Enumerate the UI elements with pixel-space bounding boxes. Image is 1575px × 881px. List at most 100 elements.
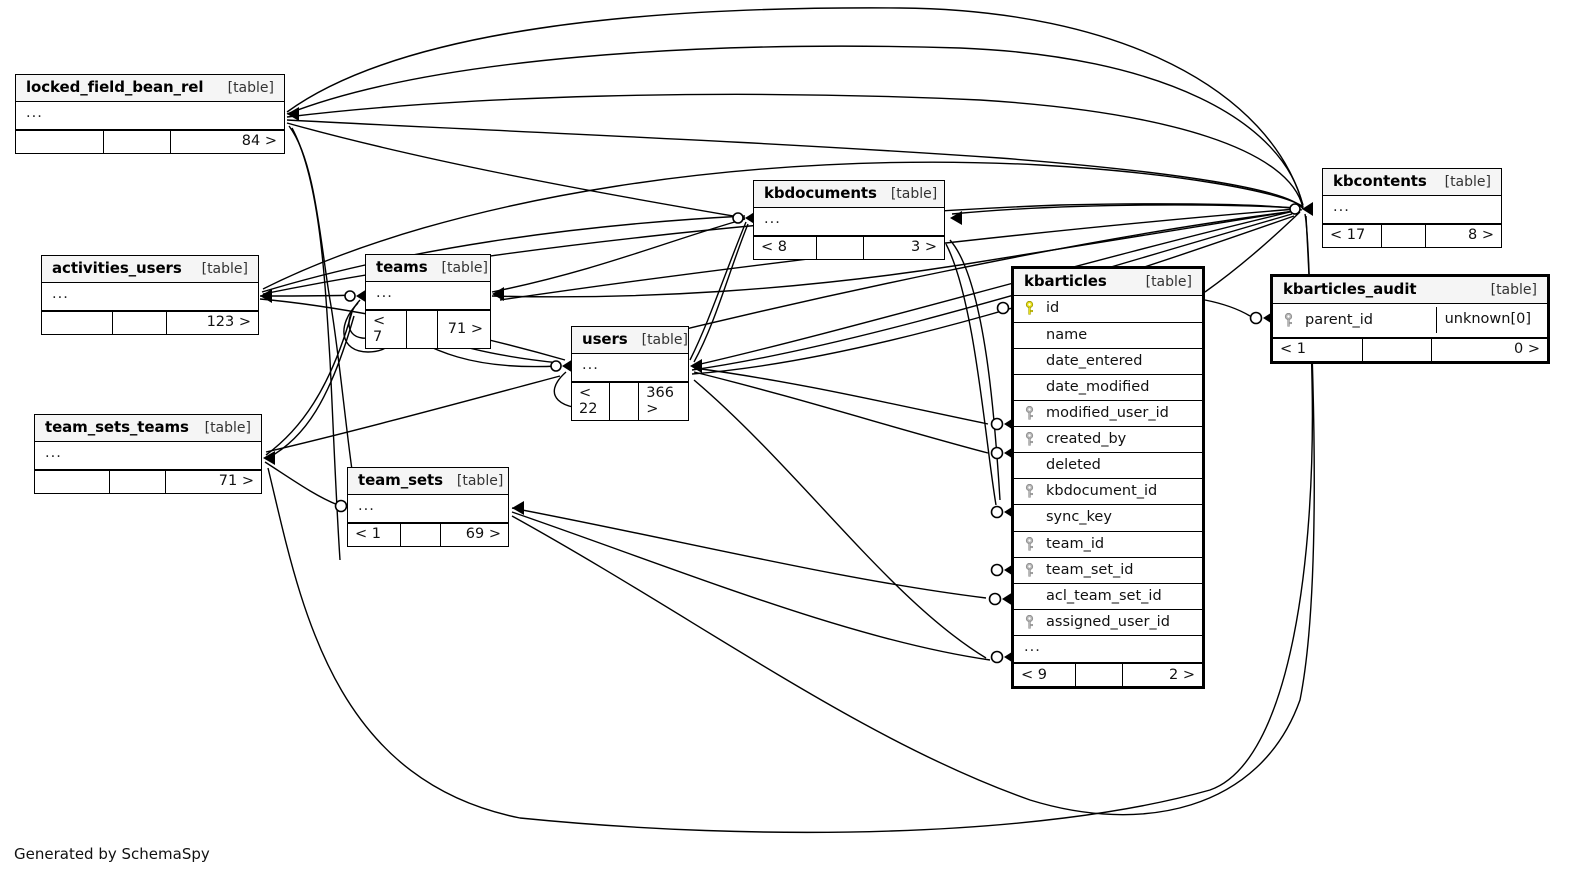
foreign-key-icon [1024,614,1046,629]
table-tag: [table] [456,473,504,489]
footer-parents: < 22 [572,382,611,420]
foreign-key-icon [1024,536,1046,551]
column-name: team_id [1046,535,1105,552]
column-name: deleted [1046,457,1101,474]
footer-middle [1382,224,1427,247]
table-rows: ... [348,495,508,523]
column-type: unknown[0] [1435,307,1537,333]
footer-parents: < 8 [754,236,817,259]
footer-parents [42,311,114,334]
table-node-team-sets[interactable]: team_sets [table] ... < 1 69 > [347,467,509,547]
row-ellipsis: ... [572,354,688,382]
table-node-activities-users[interactable]: activities_users [table] ... 123 > [41,255,259,335]
table-header: kbarticles_audit [table] [1273,277,1547,305]
table-footer: 71 > [35,469,261,493]
footer-parents: < 9 [1014,664,1077,687]
column-row-acl-team-set-id[interactable]: acl_team_set_id [1014,584,1202,610]
table-node-kbdocuments[interactable]: kbdocuments [table] ... < 8 3 > [753,180,945,260]
table-tag: [table] [890,186,938,202]
table-name: team_sets_teams [45,418,189,436]
table-tag: [table] [227,80,274,96]
column-row-kbdocument-id[interactable]: kbdocument_id [1014,479,1202,506]
table-header: teams [table] [366,255,490,283]
row-ellipsis: ... [348,495,508,523]
footer-middle [110,470,167,493]
foreign-key-icon [1024,432,1046,446]
footer-children: 84 > [241,133,277,150]
column-name: created_by [1046,431,1127,448]
table-header: users [table] [572,327,688,355]
table-header: activities_users [table] [42,256,258,284]
column-row-id[interactable]: id [1014,296,1202,323]
column-name: date_modified [1046,378,1150,395]
table-footer: 123 > [42,310,258,334]
column-name: assigned_user_id [1046,613,1170,630]
column-name: sync_key [1046,509,1112,526]
row-ellipsis: ... [1323,196,1501,224]
table-node-teams[interactable]: teams [table] ... < 7 71 > [365,254,491,349]
table-node-users[interactable]: users [table] ... < 22 366 > [571,326,689,421]
table-tag: [table] [1490,282,1537,298]
footer-children: 2 > [1169,666,1195,683]
footer-children: 69 > [465,526,501,543]
table-name: kbarticles_audit [1283,280,1417,298]
column-row-created-by[interactable]: created_by [1014,427,1202,454]
table-header: kbdocuments [table] [754,181,944,209]
column-row-parent-id[interactable]: parent_id unknown[0] [1273,304,1547,338]
table-name: locked_field_bean_rel [26,78,204,96]
row-ellipsis: ... [1014,636,1202,664]
column-row-date-modified[interactable]: date_modified [1014,375,1202,401]
table-footer: 84 > [16,129,284,153]
primary-key-icon [1024,301,1046,316]
table-node-kbarticles[interactable]: kbarticles [table] id [1011,266,1205,690]
footer-children: 366 > [646,384,674,417]
table-header: kbcontents [table] [1323,169,1501,197]
row-ellipsis: ... [366,282,490,310]
table-rows: ... [16,102,284,130]
column-name: id [1046,300,1060,317]
column-row-team-set-id[interactable]: team_set_id [1014,558,1202,584]
foreign-key-icon [1283,312,1305,327]
table-rows: parent_id unknown[0] [1273,304,1547,338]
column-row-name[interactable]: name [1014,323,1202,349]
footer-children: 71 > [447,320,483,337]
table-name: team_sets [358,471,443,489]
column-row-assigned-user-id[interactable]: assigned_user_id [1014,610,1202,637]
column-row-team-id[interactable]: team_id [1014,532,1202,558]
footer-children: 123 > [206,314,251,331]
footer-middle [610,382,640,420]
generator-credit: Generated by SchemaSpy [14,845,210,863]
table-name: kbdocuments [764,184,877,202]
column-name: acl_team_set_id [1046,587,1162,604]
table-node-kbarticles-audit[interactable]: kbarticles_audit [table] parent_id [1270,274,1550,364]
footer-parents: < 17 [1323,224,1382,247]
footer-middle [1076,664,1124,687]
table-rows: ... [35,442,261,470]
table-rows: ... [754,208,944,236]
footer-middle [407,310,438,348]
table-node-kbcontents[interactable]: kbcontents [table] ... < 17 8 > [1322,168,1502,248]
column-name: modified_user_id [1046,404,1169,421]
table-tag: [table] [441,260,488,276]
column-row-date-entered[interactable]: date_entered [1014,349,1202,375]
table-header: team_sets [table] [348,468,508,496]
footer-parents [16,130,105,153]
column-row-sync-key[interactable]: sync_key [1014,505,1202,532]
footer-parents: < 1 [348,523,401,546]
column-row-deleted[interactable]: deleted [1014,453,1202,480]
table-node-locked-field-bean-rel[interactable]: locked_field_bean_rel [table] ... 84 > [15,74,285,154]
table-rows: ... [1323,196,1501,224]
table-node-team-sets-teams[interactable]: team_sets_teams [table] ... 71 > [34,414,262,494]
table-footer: < 8 3 > [754,235,944,259]
table-name: users [582,330,628,348]
footer-middle [817,236,865,259]
table-rows: id name date_entered date_modified [1014,296,1202,664]
table-name: activities_users [52,259,182,277]
footer-children: 3 > [911,239,937,256]
foreign-key-icon [1024,484,1046,498]
table-name: kbarticles [1024,272,1107,290]
column-row-modified-user-id[interactable]: modified_user_id [1014,401,1202,428]
footer-parents [35,470,110,493]
column-name: date_entered [1046,352,1143,369]
